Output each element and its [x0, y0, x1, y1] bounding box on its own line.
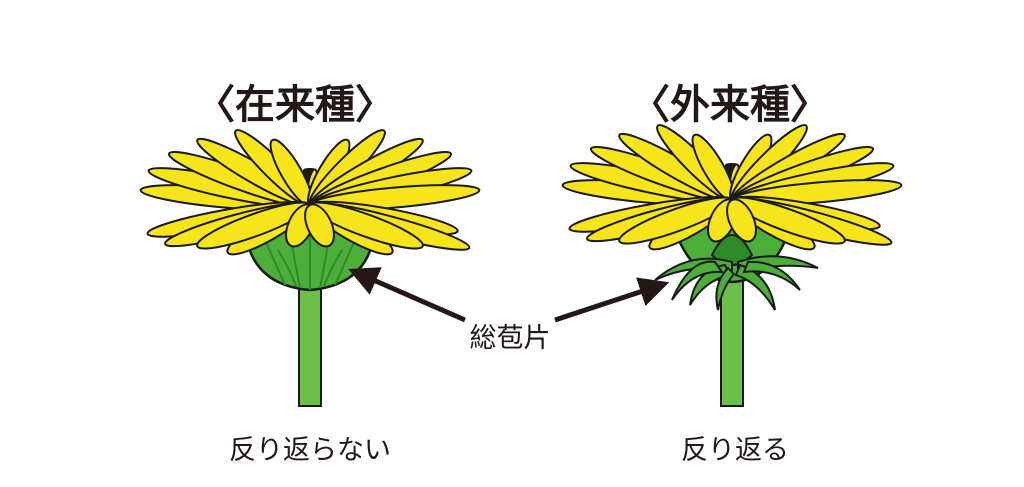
- petal: [726, 198, 757, 243]
- alien-caption: 反り返る: [681, 435, 789, 466]
- arrow-to-alien-bracts: [554, 277, 670, 323]
- alien-species-title: 〈外来種〉: [630, 82, 830, 128]
- bract-lines: [264, 232, 356, 290]
- native-dandelion: [139, 129, 481, 407]
- reflexed-bracts: [654, 255, 819, 311]
- petal: [304, 203, 335, 248]
- stem: [298, 279, 322, 407]
- native-species-title: 〈在来種〉: [195, 82, 395, 128]
- front-petals: [196, 201, 424, 256]
- alien-dandelion: [561, 124, 903, 407]
- native-caption: 反り返らない: [229, 435, 391, 466]
- front-petals: [618, 196, 846, 251]
- involucral-bract-label: 総苞片: [465, 316, 555, 355]
- arrow-to-native-bracts: [348, 267, 467, 323]
